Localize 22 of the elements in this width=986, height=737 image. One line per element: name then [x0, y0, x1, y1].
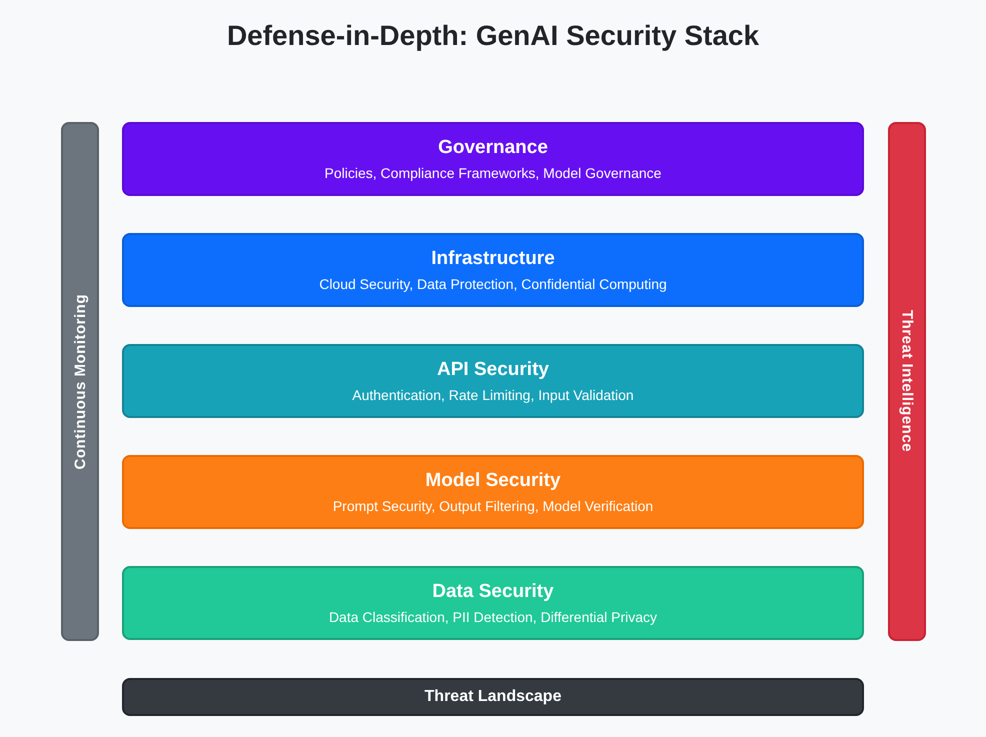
- layer-title: Data Security: [432, 581, 554, 603]
- layer-description: Authentication, Rate Limiting, Input Validation: [352, 387, 634, 403]
- layer-title: Infrastructure: [431, 248, 555, 270]
- side-label: Threat Intelligence: [898, 310, 916, 453]
- layer-description: Prompt Security, Output Filtering, Model Verification: [332, 498, 654, 514]
- side-bar: [61, 122, 99, 641]
- layer-title: API Security: [437, 359, 549, 381]
- layer-box: [122, 233, 864, 307]
- layer-box: [122, 455, 864, 529]
- layer-description: Cloud Security, Data Protection, Confidential Computing: [319, 276, 667, 292]
- layer-box: [122, 566, 864, 640]
- side-label: Continuous Monitoring: [72, 294, 88, 470]
- base-label: Threat Landscape: [424, 688, 562, 706]
- base-bar: [122, 678, 864, 716]
- layer-box: [122, 122, 864, 196]
- layer-title: Governance: [438, 137, 548, 159]
- diagram-title: Defense-in-Depth: GenAI Security Stack: [226, 20, 760, 52]
- layer-description: Data Classification, PII Detection, Differential Privacy: [328, 609, 658, 625]
- layer-title: Model Security: [425, 470, 561, 492]
- layer-box: [122, 344, 864, 418]
- side-bar: [888, 122, 926, 641]
- layer-description: Policies, Compliance Frameworks, Model Governance: [324, 165, 662, 181]
